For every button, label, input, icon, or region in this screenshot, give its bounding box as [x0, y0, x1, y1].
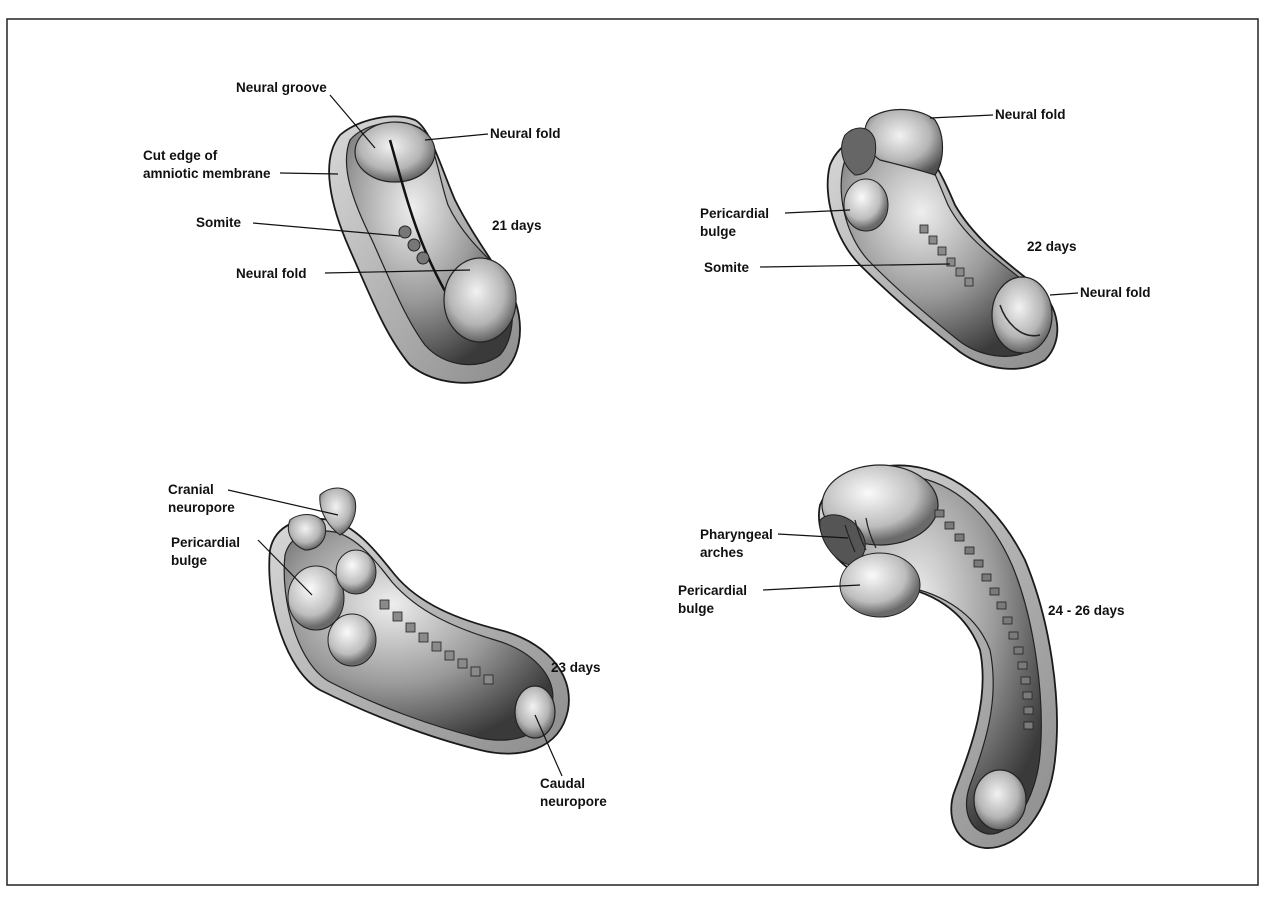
label-somite-22: Somite: [704, 260, 750, 275]
label-pericardial-line2-22: bulge: [700, 224, 736, 239]
leader-neural-fold-bottom-22: [1050, 293, 1078, 295]
label-neural-groove-21: Neural groove: [236, 80, 327, 95]
label-cut-edge-line2: amniotic membrane: [143, 166, 271, 181]
leader-neural-fold-top-22: [930, 115, 993, 118]
embryo-24-26-days-drawing: [819, 465, 1057, 848]
leader-neural-fold-top-21: [425, 134, 488, 140]
stage-label-24-26: 24 - 26 days: [1048, 603, 1125, 618]
panel-22-days: Neural fold Pericardial bulge Somite Neu…: [700, 107, 1151, 369]
panel-23-days: Cranial neuropore Pericardial bulge Caud…: [168, 482, 607, 809]
label-caudal-line1: Caudal: [540, 776, 585, 791]
label-neural-fold-top-21: Neural fold: [490, 126, 561, 141]
stage-label-21: 21 days: [492, 218, 542, 233]
stage-label-22: 22 days: [1027, 239, 1077, 254]
embryo-21-days-drawing: [329, 116, 520, 382]
label-neural-fold-top-22: Neural fold: [995, 107, 1066, 122]
label-pharyngeal-line2: arches: [700, 545, 744, 560]
label-pharyngeal-line1: Pharyngeal: [700, 527, 773, 542]
panel-21-days: Neural groove Neural fold Cut edge of am…: [143, 80, 561, 383]
label-caudal-line2: neuropore: [540, 794, 607, 809]
embryo-22-days-drawing: [828, 110, 1058, 369]
panel-24-26-days: Pharyngeal arches Pericardial bulge 24 -…: [678, 465, 1125, 848]
embryo-23-days-drawing: [269, 488, 569, 754]
label-cranial-line1: Cranial: [168, 482, 214, 497]
label-pericardial-line1-24: Pericardial: [678, 583, 747, 598]
label-neural-fold-bottom-22: Neural fold: [1080, 285, 1151, 300]
label-pericardial-line1-23: Pericardial: [171, 535, 240, 550]
label-cranial-line2: neuropore: [168, 500, 235, 515]
label-pericardial-line1-22: Pericardial: [700, 206, 769, 221]
stage-label-23: 23 days: [551, 660, 601, 675]
label-cut-edge-line1: Cut edge of: [143, 148, 218, 163]
label-neural-fold-bottom-21: Neural fold: [236, 266, 307, 281]
label-pericardial-line2-24: bulge: [678, 601, 714, 616]
label-pericardial-line2-23: bulge: [171, 553, 207, 568]
label-somite-21: Somite: [196, 215, 242, 230]
